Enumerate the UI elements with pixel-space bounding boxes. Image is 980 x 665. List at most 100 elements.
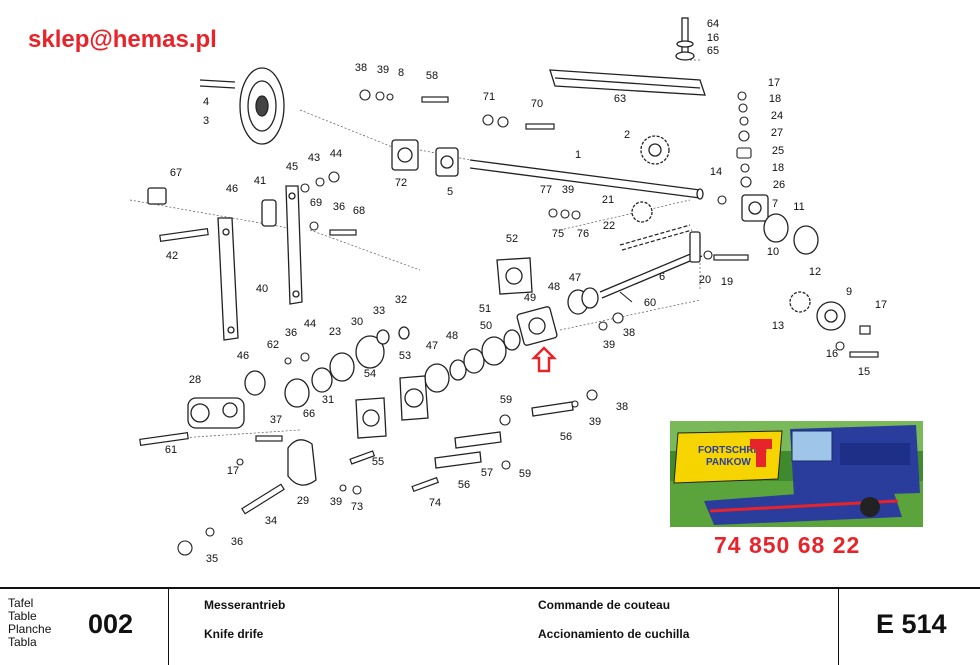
part-number-36: 36 xyxy=(285,327,297,339)
small-nuts-washers xyxy=(177,89,845,556)
part-number-25: 25 xyxy=(772,145,784,157)
part-number-19: 19 xyxy=(721,276,733,288)
part-number-42: 42 xyxy=(166,250,178,262)
part-number-77: 77 xyxy=(540,184,552,196)
part-number-26: 26 xyxy=(773,179,785,191)
part-number-63: 63 xyxy=(614,93,626,105)
part-number-47: 47 xyxy=(426,340,438,352)
brand-logo-line1: FORTSCHRITT xyxy=(698,445,769,456)
part-number-2: 2 xyxy=(624,129,630,141)
part-number-38: 38 xyxy=(616,401,628,413)
bearing-housings xyxy=(391,139,769,346)
part-number-59: 59 xyxy=(519,468,531,480)
part-number-59: 59 xyxy=(500,394,512,406)
part-number-38: 38 xyxy=(623,327,635,339)
part-number-73: 73 xyxy=(351,501,363,513)
part-number-40: 40 xyxy=(256,283,268,295)
part-number-23: 23 xyxy=(329,326,341,338)
mounting-plates xyxy=(355,257,846,469)
pulley-assembly xyxy=(199,67,285,145)
exploded-parts-diagram: 6416653839858637170171824272518264321454… xyxy=(129,17,887,565)
part-number-46: 46 xyxy=(226,183,238,195)
part-number-18: 18 xyxy=(772,162,784,174)
part-number-38: 38 xyxy=(355,62,367,74)
side-shaft xyxy=(599,231,703,299)
part-number-56: 56 xyxy=(458,479,470,491)
sprockets xyxy=(631,135,811,313)
part-number-30: 30 xyxy=(351,316,363,328)
shop-email[interactable]: sklep@hemas.pl xyxy=(28,26,217,53)
part-number-31: 31 xyxy=(322,394,334,406)
part-number-39: 39 xyxy=(330,496,342,508)
table-label-fr: Planche xyxy=(8,622,52,636)
part-number-15: 15 xyxy=(858,366,870,378)
title-spanish: Accionamiento de cuchilla xyxy=(538,627,690,641)
brand-logo-line2: PANKOW xyxy=(706,457,751,468)
part-number-16: 16 xyxy=(826,348,838,360)
part-number-34: 34 xyxy=(265,515,277,527)
linkage-arms xyxy=(147,185,303,341)
part-number-64: 64 xyxy=(707,18,719,30)
part-number-5: 5 xyxy=(447,186,453,198)
part-number-3: 3 xyxy=(203,115,209,127)
part-number-58: 58 xyxy=(426,70,438,82)
knife-drive-shaft xyxy=(469,159,704,200)
title-english: Knife drife xyxy=(204,627,264,641)
part-number-14: 14 xyxy=(710,166,722,178)
part-number-39: 39 xyxy=(589,416,601,428)
part-number-17: 17 xyxy=(768,77,780,89)
footer-divider-2 xyxy=(838,589,839,665)
part-number-65: 65 xyxy=(707,45,719,57)
part-number-70: 70 xyxy=(531,98,543,110)
table-label-es: Tabla xyxy=(8,635,37,649)
part-number-1: 1 xyxy=(575,149,581,161)
model-code: E 514 xyxy=(876,609,947,639)
part-number-44: 44 xyxy=(304,318,316,330)
part-number-39: 39 xyxy=(562,184,574,196)
part-number-50: 50 xyxy=(480,320,492,332)
part-number-43: 43 xyxy=(308,152,320,164)
part-number-9: 9 xyxy=(846,286,852,298)
part-number-71: 71 xyxy=(483,91,495,103)
part-number-45: 45 xyxy=(286,161,298,173)
part-number-17: 17 xyxy=(875,299,887,311)
part-number-33: 33 xyxy=(373,305,385,317)
part-number-11: 11 xyxy=(793,201,804,213)
part-number-60: 60 xyxy=(644,297,656,309)
part-number-27: 27 xyxy=(771,127,783,139)
part-number-32: 32 xyxy=(395,294,407,306)
part-number-68: 68 xyxy=(353,205,365,217)
part-number-48: 48 xyxy=(548,281,560,293)
part-number-39: 39 xyxy=(603,339,615,351)
part-number-8: 8 xyxy=(398,67,404,79)
combine-harvester-photo: FORTSCHRITT PANKOW xyxy=(670,421,923,527)
red-arrow-marker xyxy=(530,346,558,373)
part-number-36: 36 xyxy=(231,536,243,548)
part-number-54: 54 xyxy=(364,368,376,380)
part-number-12: 12 xyxy=(809,266,821,278)
part-number-44: 44 xyxy=(330,148,342,160)
shop-phone[interactable]: 74 850 68 22 xyxy=(714,532,861,558)
part-number-22: 22 xyxy=(603,220,615,232)
part-number-75: 75 xyxy=(552,228,564,240)
part-number-24: 24 xyxy=(771,110,783,122)
part-number-48: 48 xyxy=(446,330,458,342)
parts-table-footer: Tafel Table Planche Tabla 002 Messerantr… xyxy=(0,587,980,665)
part-number-7: 7 xyxy=(772,198,778,210)
part-number-72: 72 xyxy=(395,177,407,189)
part-number-62: 62 xyxy=(267,339,279,351)
part-number-51: 51 xyxy=(479,303,491,315)
title-german: Messerantrieb xyxy=(204,598,286,612)
part-number-66: 66 xyxy=(303,408,315,420)
part-number-47: 47 xyxy=(569,272,581,284)
part-number-20: 20 xyxy=(699,274,711,286)
part-number-36: 36 xyxy=(333,201,345,213)
part-number-16: 16 xyxy=(707,32,719,44)
part-number-13: 13 xyxy=(772,320,784,332)
table-number: 002 xyxy=(88,609,134,639)
knife-head xyxy=(187,397,317,486)
title-french: Commande de couteau xyxy=(538,598,671,612)
footer-divider-1 xyxy=(168,589,169,665)
part-number-39: 39 xyxy=(377,64,389,76)
